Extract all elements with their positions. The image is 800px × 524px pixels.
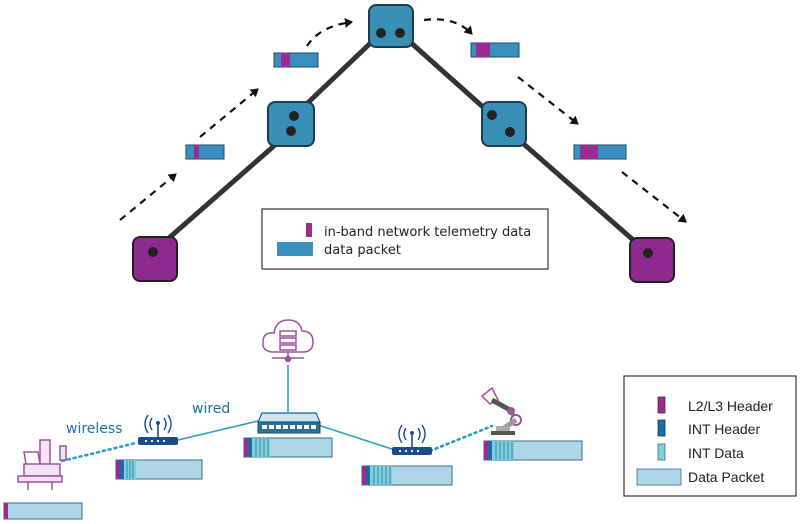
link-ap-left-to-switch: [177, 419, 263, 441]
legend-l2l3-label: L2/L3 Header: [688, 398, 773, 414]
legend-int-header-label: INT Header: [688, 421, 760, 437]
arrow-segment-2: [199, 88, 259, 138]
packet-at-left-ap: [115, 459, 203, 480]
legend-int-data-label: INT Data: [688, 445, 744, 461]
right-switch-node: [481, 101, 527, 147]
left-switch-node: [267, 101, 315, 147]
wireless-access-point-icon: [392, 424, 432, 455]
workstation-icon: [17, 439, 67, 490]
packet-at-workstation: [3, 502, 83, 520]
legend-packet-swatch: [277, 242, 313, 256]
legend-telemetry-label: in-band network telemetry data: [324, 225, 531, 240]
packet-1: [185, 144, 225, 160]
wireless-access-point-icon: [138, 414, 178, 445]
wired-links: [177, 365, 399, 452]
network-switch-icon: [257, 412, 321, 434]
link-ap-right-to-robot: [428, 424, 494, 453]
link-switch-to-ap-right: [317, 424, 399, 452]
bottom-legend: L2/L3 Header INT Header INT Data Data Pa…: [623, 375, 797, 497]
right-endpoint-node: [629, 237, 675, 283]
top-telemetry-diagram: in-band network telemetry data data pack…: [119, 4, 687, 283]
legend-int-header-swatch: [657, 419, 666, 437]
arrow-segment-6: [621, 171, 687, 223]
packet-2: [273, 52, 319, 68]
top-switch-node: [368, 4, 414, 48]
legend-packet-label: data packet: [324, 243, 401, 258]
bottom-network-diagram: wireless wired: [3, 319, 797, 520]
packet-4: [573, 144, 627, 160]
legend-l2l3-swatch: [657, 396, 666, 414]
legend-int-data-swatch: [657, 443, 666, 461]
legend-data-packet-swatch: [636, 468, 682, 486]
legend-telemetry-swatch: [306, 223, 312, 237]
wired-link-label: wired: [192, 401, 230, 417]
packet-3: [470, 42, 520, 58]
packet-at-right-ap: [361, 465, 453, 486]
link-top-switch-to-right-switch: [397, 30, 495, 118]
link-workstation-to-ap-left: [60, 441, 138, 463]
left-endpoint-node: [132, 236, 178, 282]
wireless-links: [60, 424, 494, 463]
link-right-switch-to-right-endpoint: [507, 129, 651, 256]
packet-at-robot: [483, 440, 583, 461]
link-left-endpoint-to-left-switch: [150, 128, 294, 255]
packet-path-arrows: [119, 17, 687, 223]
wireless-link-label: wireless: [66, 421, 123, 437]
arrow-segment-3: [306, 17, 353, 47]
packet-at-switch: [243, 437, 333, 458]
top-legend-box: [261, 208, 549, 270]
top-legend: in-band network telemetry data data pack…: [261, 208, 549, 270]
cloud-server-icon: [262, 319, 314, 363]
legend-data-packet-label: Data Packet: [688, 469, 764, 485]
arrow-segment-4: [423, 18, 473, 35]
robot-arm-icon: [480, 386, 522, 435]
arrow-segment-1: [119, 173, 177, 221]
